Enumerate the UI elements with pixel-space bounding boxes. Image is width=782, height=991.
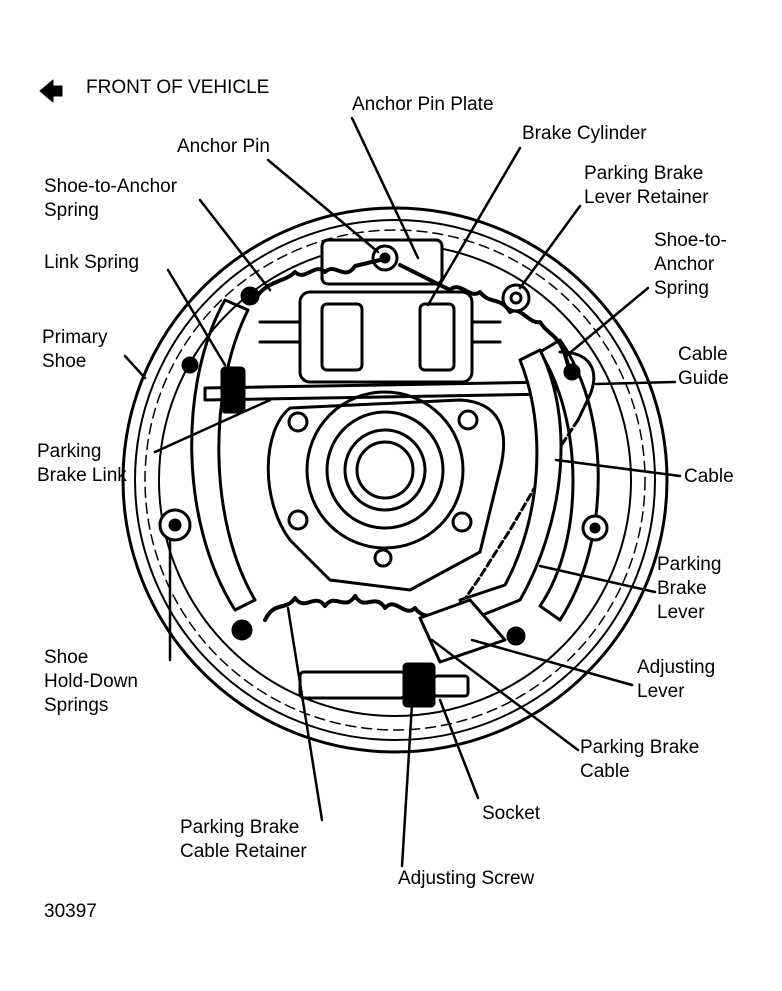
arrow-left-icon bbox=[39, 79, 63, 103]
label-anchor-pin-plate: Anchor Pin Plate bbox=[352, 94, 494, 115]
shoe-to-anchor-spring-right bbox=[398, 263, 570, 367]
label-shoe-to-anchor-spring-left: Shoe-to-Anchor Spring bbox=[44, 176, 178, 221]
adjuster-spring bbox=[263, 594, 457, 628]
backing-plate-ring bbox=[134, 219, 656, 741]
lever-retainer bbox=[501, 283, 531, 313]
label-parking-brake-cable: Parking Brake Cable bbox=[580, 737, 700, 782]
label-parking-brake-link: Parking Brake Link bbox=[37, 441, 127, 486]
label-link-spring: Link Spring bbox=[44, 252, 140, 273]
secondary-shoe bbox=[538, 338, 600, 622]
leader-lines bbox=[123, 116, 682, 868]
label-anchor-pin: Anchor Pin bbox=[177, 136, 270, 157]
label-brake-cylinder: Brake Cylinder bbox=[522, 123, 647, 144]
backing-plate-inner-ring bbox=[144, 229, 646, 731]
label-cable-guide: Cable Guide bbox=[678, 344, 729, 389]
label-parking-brake-cable-retainer: Parking Brake Cable Retainer bbox=[180, 817, 307, 862]
shoe-to-anchor-spring-left bbox=[256, 258, 382, 297]
label-adjusting-screw: Adjusting Screw bbox=[398, 868, 535, 889]
socket bbox=[432, 674, 470, 698]
label-parking-brake-lever: Parking Brake Lever bbox=[657, 554, 722, 623]
label-socket: Socket bbox=[482, 803, 541, 824]
label-primary-shoe: Primary Shoe bbox=[42, 327, 108, 372]
link-spring bbox=[220, 366, 246, 414]
label-parking-brake-lever-retainer: Parking Brake Lever Retainer bbox=[584, 163, 709, 208]
hub-outer bbox=[305, 390, 465, 550]
label-shoe-to-anchor-spring-right: Shoe-to- Anchor Spring bbox=[654, 230, 727, 299]
adjusting-screw bbox=[298, 670, 407, 700]
axle-flange bbox=[266, 398, 506, 592]
label-cable: Cable bbox=[684, 466, 734, 487]
label-shoe-hold-down-springs: Shoe Hold-Down Springs bbox=[44, 647, 138, 716]
figure-number: 30397 bbox=[44, 901, 97, 922]
front-of-vehicle-label: FRONT OF VEHICLE bbox=[86, 77, 270, 98]
brake-cylinder bbox=[298, 290, 474, 384]
label-adjusting-lever: Adjusting Lever bbox=[637, 657, 716, 702]
